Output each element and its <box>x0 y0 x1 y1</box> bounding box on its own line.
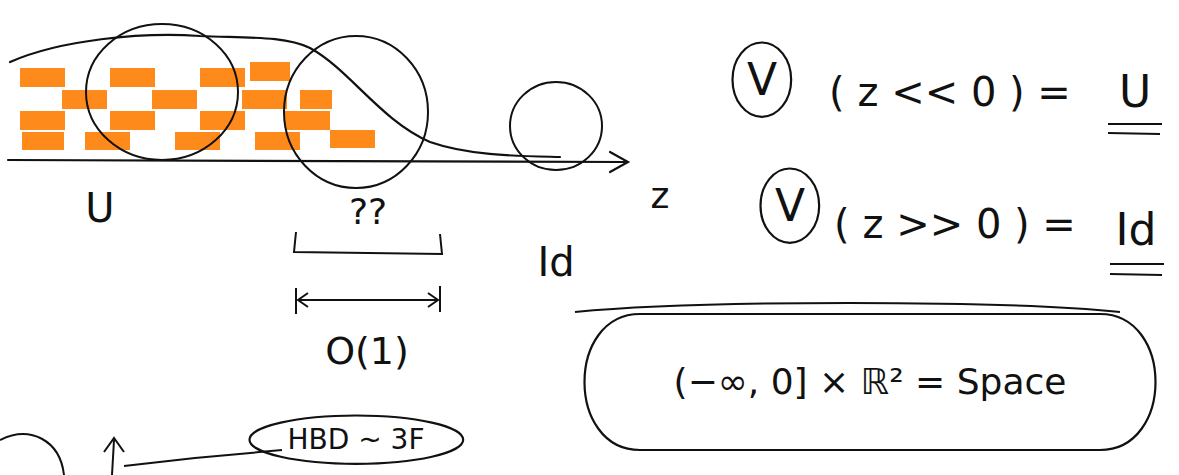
circled-term: V <box>759 167 821 244</box>
circled-term: HBD ~ 3F <box>248 414 465 465</box>
math-label: ( z << 0 ) = <box>829 68 1071 116</box>
bracket <box>294 232 442 254</box>
math-label: U <box>85 184 114 232</box>
circle-outline <box>761 169 820 243</box>
math-label: U <box>1119 66 1151 119</box>
node-text: (−∞, 0] × ℝ² = Space <box>674 360 1067 403</box>
math-label: z <box>651 174 670 217</box>
space-oval: (−∞, 0] × ℝ² = Space <box>570 312 1170 452</box>
node-text: V <box>775 180 805 233</box>
band-outline <box>8 35 628 172</box>
math-label: ( z >> 0 ) = <box>834 200 1076 248</box>
node-text: HBD ~ 3F <box>287 423 424 457</box>
circle-outline <box>249 416 463 464</box>
probe-circles <box>86 24 602 188</box>
checkerboard-blocks <box>20 62 375 150</box>
circled-term: V <box>731 41 793 118</box>
dimension-arrow <box>296 286 440 314</box>
math-label: Id <box>537 238 574 286</box>
math-label: Id <box>1116 204 1157 257</box>
math-label: O(1) <box>325 329 409 375</box>
double-underline <box>1108 124 1164 275</box>
node-text: V <box>747 54 777 107</box>
math-label: ?? <box>349 190 387 233</box>
oval-outline <box>585 314 1156 450</box>
circle-outline <box>733 43 792 117</box>
